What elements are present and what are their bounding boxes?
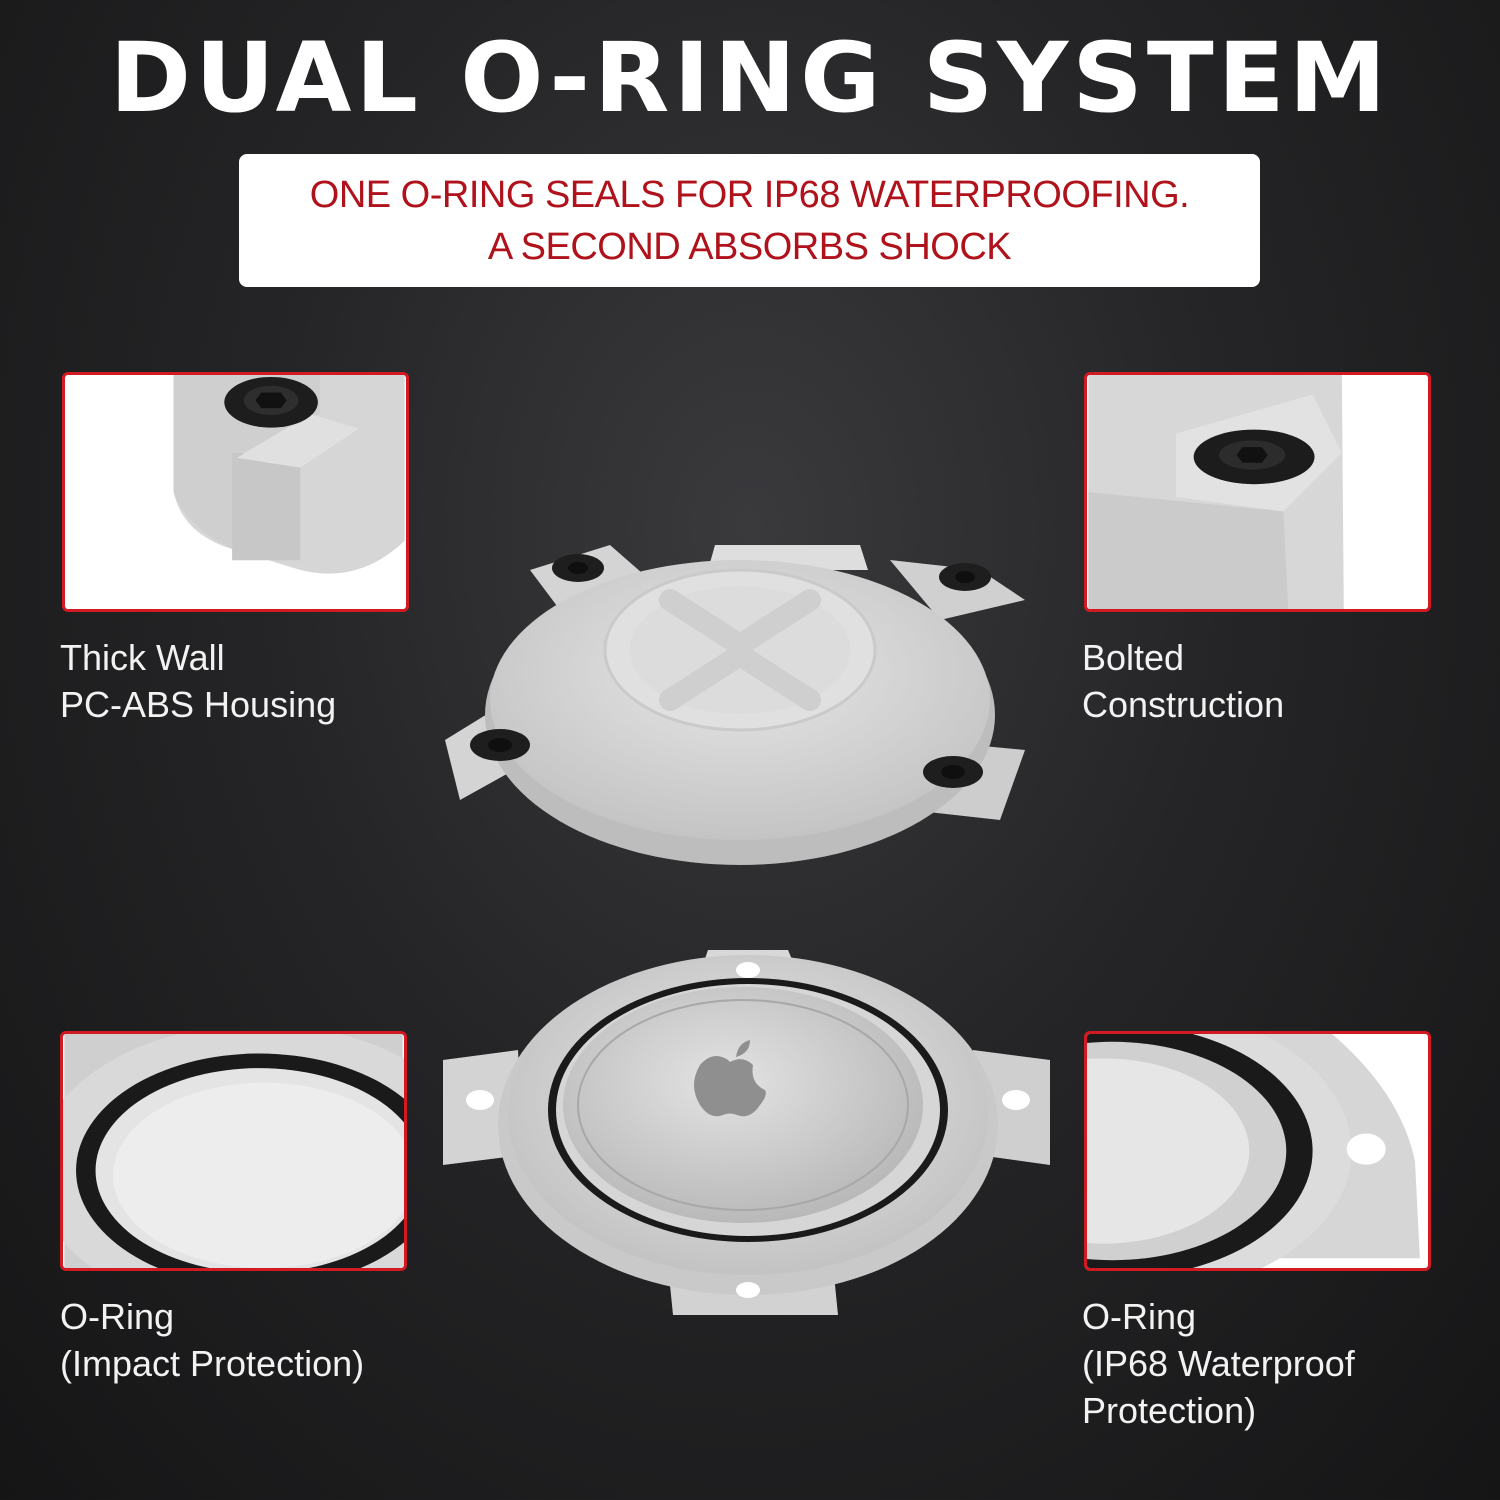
caption-impact-oring: O-Ring (Impact Protection) — [60, 1296, 365, 1384]
subtitle-line-2: A SECOND ABSORBS SHOCK — [487, 225, 1012, 268]
waterproof-oring-closeup-image — [1084, 1031, 1431, 1271]
caption-bolted: Bolted Construction — [1082, 637, 1285, 725]
subtitle-line-1: ONE O-RING SEALS FOR IP68 WATERPROOFING. — [309, 173, 1190, 216]
impact-oring-closeup-image — [60, 1031, 407, 1271]
housing-top-image — [445, 545, 1025, 865]
caption-thick-wall: Thick Wall PC-ABS Housing — [60, 637, 337, 725]
caption-waterproof-oring: O-Ring (IP68 Waterproof Protection) — [1082, 1296, 1355, 1431]
page-title: DUAL O-RING SYSTEM — [109, 22, 1391, 134]
housing-bottom-image — [443, 950, 1050, 1315]
bolted-closeup-image — [1084, 372, 1431, 612]
subtitle-banner: ONE O-RING SEALS FOR IP68 WATERPROOFING.… — [239, 154, 1260, 287]
thick-wall-closeup-image — [62, 372, 409, 612]
